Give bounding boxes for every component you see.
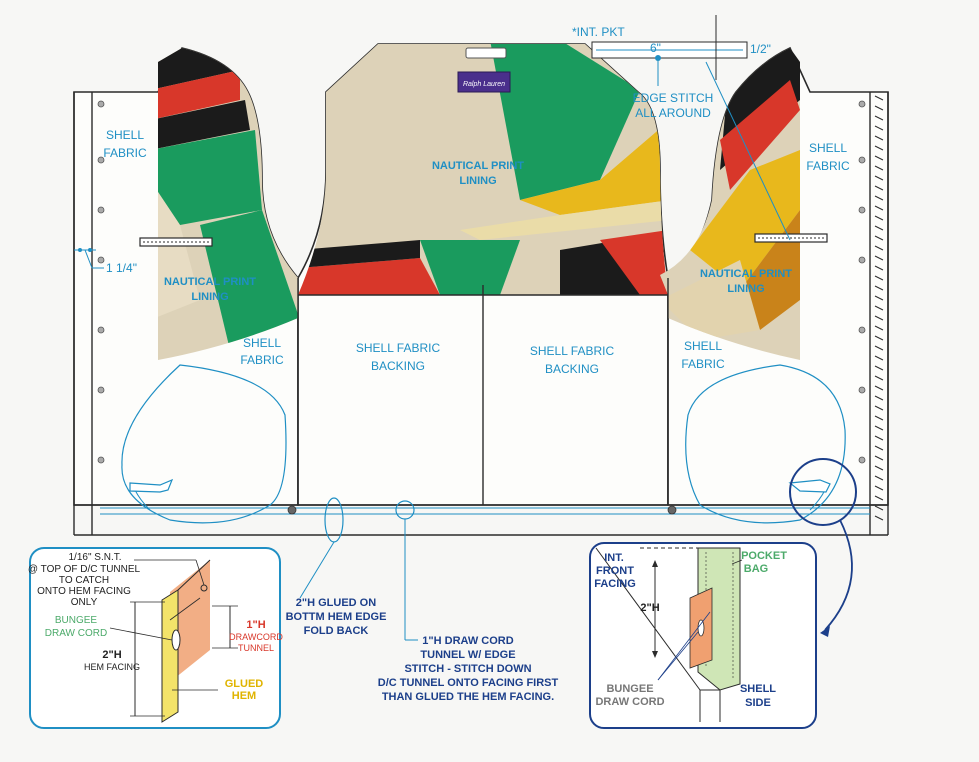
- cord-toggles: [129, 478, 831, 493]
- svg-text:NAUTICAL PRINT: NAUTICAL PRINT: [432, 160, 524, 172]
- svg-text:FOLD BACK: FOLD BACK: [304, 625, 369, 637]
- svg-text:FABRIC: FABRIC: [681, 357, 725, 371]
- placket-width-spec: 1 1/4": [74, 248, 137, 275]
- svg-text:SHELL: SHELL: [740, 683, 776, 695]
- svg-text:SHELL FABRIC: SHELL FABRIC: [356, 341, 441, 355]
- right-shell-fabric-label: SHELL FABRIC: [806, 141, 850, 173]
- svg-text:1"H DRAW CORD: 1"H DRAW CORD: [422, 635, 513, 647]
- svg-text:1/16" S.N.T.: 1/16" S.N.T.: [68, 552, 121, 563]
- svg-text:FRONT: FRONT: [596, 565, 634, 577]
- svg-text:HEM: HEM: [232, 690, 256, 702]
- svg-text:6": 6": [650, 41, 661, 55]
- brand-label: Ralph Lauren: [463, 81, 505, 88]
- svg-text:LINING: LINING: [727, 283, 764, 295]
- svg-text:FACING: FACING: [594, 578, 636, 590]
- right-lining-print: [660, 48, 800, 360]
- svg-text:ONLY: ONLY: [71, 597, 98, 608]
- svg-text:STITCH - STITCH DOWN: STITCH - STITCH DOWN: [404, 663, 531, 675]
- svg-text:SHELL FABRIC: SHELL FABRIC: [530, 344, 615, 358]
- svg-text:FABRIC: FABRIC: [806, 159, 850, 173]
- hem-detail-box: 1/16" S.N.T. @ TOP OF D/C TUNNEL TO CATC…: [28, 547, 283, 729]
- svg-text:DRAWCORD: DRAWCORD: [229, 632, 283, 642]
- svg-text:@ TOP OF D/C TUNNEL: @ TOP OF D/C TUNNEL: [28, 564, 141, 575]
- left-nautical-lining-label: NAUTICAL PRINT LINING: [164, 276, 256, 303]
- svg-text:EDGE STITCH: EDGE STITCH: [633, 91, 714, 105]
- drawcord-tunnel-note: 1"H DRAW CORD TUNNEL W/ EDGE STITCH - ST…: [378, 635, 559, 703]
- svg-text:FABRIC: FABRIC: [103, 146, 147, 160]
- svg-text:SIDE: SIDE: [745, 697, 771, 709]
- back-left-backing-label: SHELL FABRIC BACKING: [356, 341, 441, 373]
- svg-text:D/C TUNNEL ONTO FACING FIRST: D/C TUNNEL ONTO FACING FIRST: [378, 677, 559, 689]
- svg-text:BUNGEE: BUNGEE: [55, 615, 98, 626]
- svg-text:THAN GLUED THE HEM FACING.: THAN GLUED THE HEM FACING.: [382, 691, 554, 703]
- svg-text:POCKET: POCKET: [741, 550, 787, 562]
- left-side-shell-label: SHELL FABRIC: [240, 336, 284, 367]
- svg-text:TUNNEL: TUNNEL: [238, 643, 274, 653]
- svg-text:NAUTICAL PRINT: NAUTICAL PRINT: [164, 276, 256, 288]
- left-lining-print: [158, 48, 298, 360]
- svg-text:SHELL: SHELL: [243, 336, 281, 350]
- svg-text:INT.: INT.: [604, 552, 624, 564]
- glued-hem-note: 2"H GLUED ON BOTTM HEM EDGE FOLD BACK: [286, 597, 387, 637]
- svg-text:TO CATCH: TO CATCH: [59, 575, 109, 586]
- svg-text:2"H GLUED ON: 2"H GLUED ON: [296, 597, 376, 609]
- svg-text:DRAW CORD: DRAW CORD: [45, 628, 107, 639]
- svg-text:1"H: 1"H: [246, 619, 265, 631]
- svg-text:BACKING: BACKING: [545, 362, 599, 376]
- svg-text:SHELL: SHELL: [809, 141, 847, 155]
- svg-text:FABRIC: FABRIC: [240, 353, 284, 367]
- svg-text:LINING: LINING: [191, 291, 228, 303]
- svg-text:LINING: LINING: [459, 175, 496, 187]
- svg-text:2"H: 2"H: [640, 602, 659, 614]
- svg-text:BUNGEE: BUNGEE: [606, 683, 653, 695]
- svg-text:SHELL: SHELL: [684, 339, 722, 353]
- right-side-shell-label: SHELL FABRIC: [681, 339, 725, 371]
- svg-text:GLUED: GLUED: [225, 678, 264, 690]
- pocket-bag-outlines: [121, 364, 846, 524]
- svg-text:ONTO HEM FACING: ONTO HEM FACING: [37, 586, 131, 597]
- side-detail-box: INT. FRONT FACING POCKET BAG 2"H BUNGEE …: [589, 542, 817, 729]
- right-nautical-lining-label: NAUTICAL PRINT LINING: [700, 268, 792, 295]
- svg-text:TUNNEL W/ EDGE: TUNNEL W/ EDGE: [420, 649, 515, 661]
- zipper-teeth: [874, 95, 884, 521]
- svg-text:1 1/4": 1 1/4": [106, 261, 137, 275]
- back-right-backing-label: SHELL FABRIC BACKING: [530, 344, 615, 376]
- svg-text:DRAW CORD: DRAW CORD: [595, 696, 664, 708]
- svg-text:HEM FACING: HEM FACING: [84, 662, 140, 672]
- svg-text:2"H: 2"H: [102, 649, 121, 661]
- svg-text:1/2": 1/2": [750, 42, 771, 56]
- svg-text:SHELL: SHELL: [106, 128, 144, 142]
- left-shell-fabric-label: SHELL FABRIC: [103, 128, 147, 160]
- svg-text:BAG: BAG: [744, 563, 768, 575]
- placket-snaps: [97, 100, 866, 464]
- svg-text:ALL AROUND: ALL AROUND: [635, 106, 711, 120]
- back-nautical-lining-label: NAUTICAL PRINT LINING: [432, 160, 524, 187]
- int-pocket-spec: *INT. PKT 6" 1/2" EDGE STITCH ALL AROUND: [572, 15, 791, 241]
- svg-text:NAUTICAL PRINT: NAUTICAL PRINT: [700, 268, 792, 280]
- svg-text:BOTTM HEM EDGE: BOTTM HEM EDGE: [286, 611, 387, 623]
- svg-text:*INT. PKT: *INT. PKT: [572, 25, 625, 39]
- svg-text:BACKING: BACKING: [371, 359, 425, 373]
